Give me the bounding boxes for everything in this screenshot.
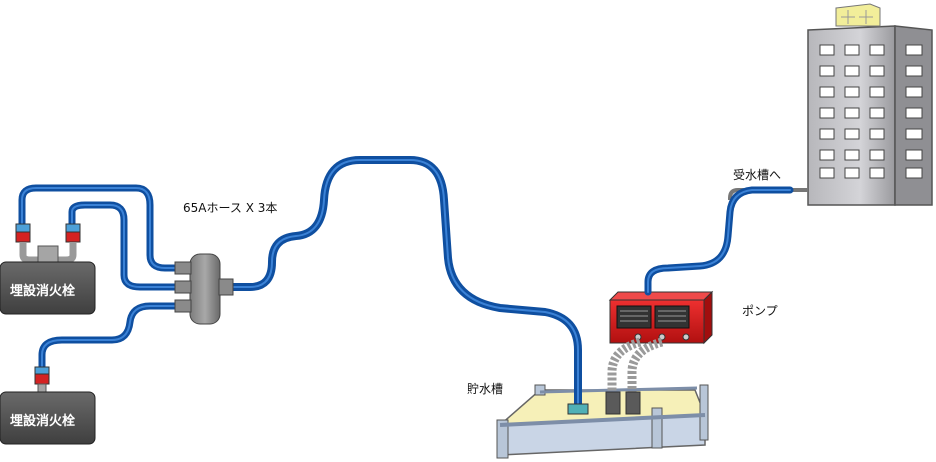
rooftop-water-tank [835,3,881,27]
pump [608,290,714,345]
hydrant-top [0,223,96,315]
hoses [18,156,794,409]
storage-tank [496,384,709,459]
hose-label: 65Aホース X 3本 [183,201,278,215]
hydrant-bottom-label: 埋設消火栓 [10,414,76,429]
suction-pipes [605,337,664,415]
building [807,3,933,206]
pipe-to-building [728,188,808,200]
storage-tank-label: 貯水槽 [467,382,504,396]
manifold [174,253,234,325]
hydrant-top-label: 埋設消火栓 [10,284,76,299]
to-receiving-tank-label: 受水槽へ [733,168,782,182]
hydrant-bottom [0,366,96,445]
pump-label: ポンプ [742,304,778,318]
strainer [567,403,589,415]
